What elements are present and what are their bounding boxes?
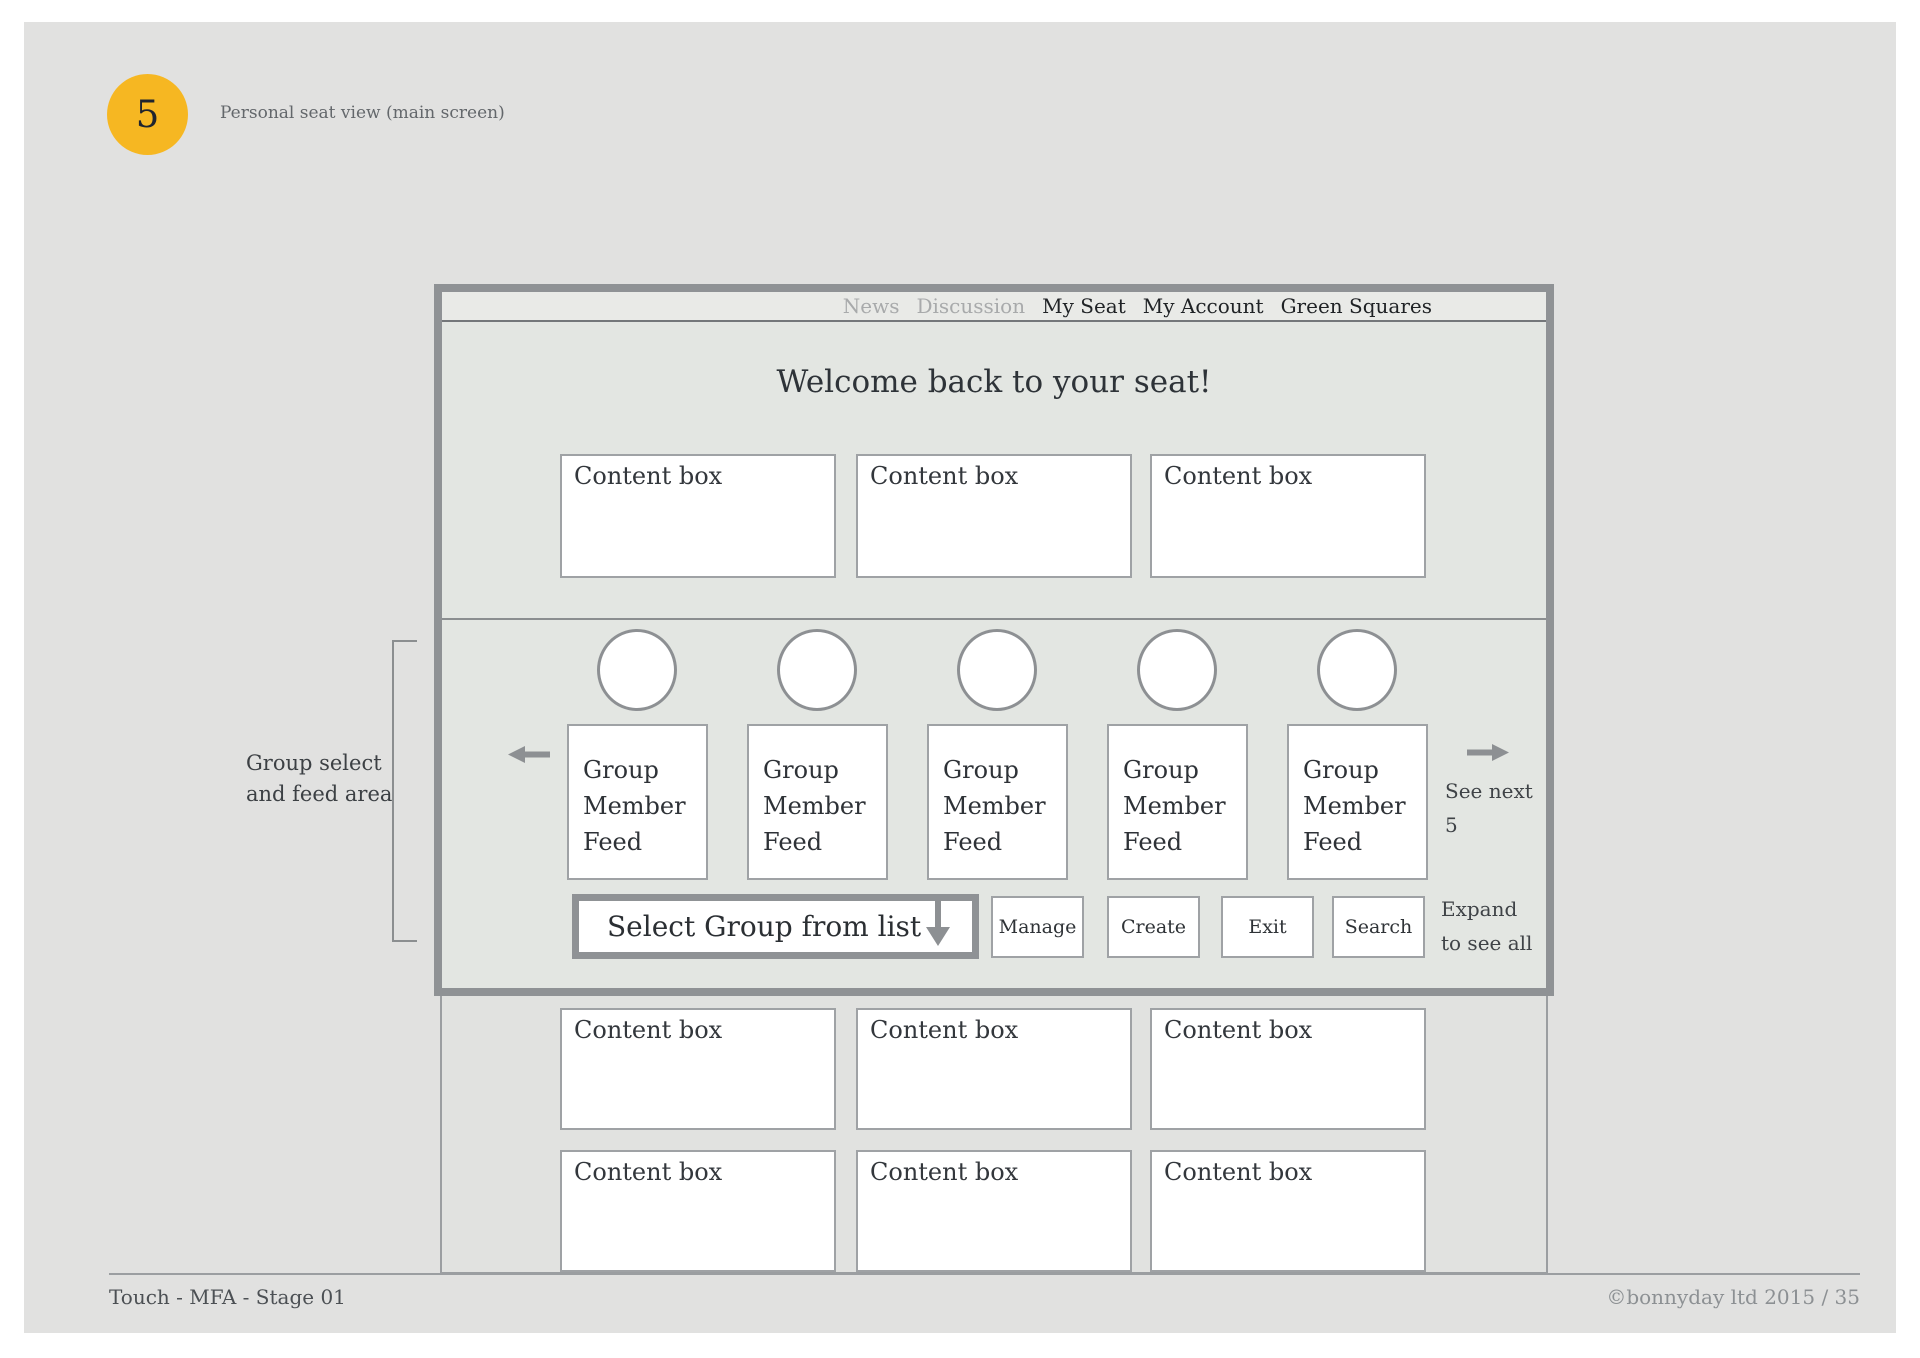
expand-label-line1: Expand (1441, 897, 1518, 921)
manage-button[interactable]: Manage (991, 896, 1084, 958)
left-arrow-icon (508, 746, 550, 763)
expand-to-see-all-label: Expand to see all (1441, 892, 1532, 960)
group-member-feed-card[interactable]: Group Member Feed (927, 724, 1068, 880)
nav-item-my-account[interactable]: My Account (1142, 294, 1264, 318)
annotation-line2: and feed area (246, 782, 393, 806)
content-box: Content box (856, 1150, 1132, 1272)
step-number-badge: 5 (107, 74, 188, 155)
footer-copyright-page: ©bonnyday ltd 2015 / 35 (1606, 1285, 1860, 1309)
create-button[interactable]: Create (1107, 896, 1200, 958)
group-member-feed-card[interactable]: Group Member Feed (1107, 724, 1248, 880)
content-box: Content box (1150, 454, 1426, 578)
welcome-heading: Welcome back to your seat! (776, 364, 1212, 400)
content-box: Content box (1150, 1150, 1426, 1272)
content-box: Content box (856, 454, 1132, 578)
slide-canvas: 5 Personal seat view (main screen) News … (24, 22, 1896, 1333)
step-label: Personal seat view (main screen) (220, 103, 505, 123)
nav-item-my-seat[interactable]: My Seat (1042, 294, 1126, 318)
content-box: Content box (560, 1008, 836, 1130)
main-panel: News Discussion My Seat My Account Green… (434, 284, 1554, 996)
previous-groups-arrow[interactable] (508, 746, 550, 763)
group-avatar-circle[interactable] (957, 629, 1037, 711)
expand-label-line2: to see all (1441, 931, 1533, 955)
group-area-annotation: Group select and feed area (246, 748, 392, 810)
search-button[interactable]: Search (1332, 896, 1425, 958)
next-groups-arrow[interactable] (1467, 744, 1509, 761)
exit-button[interactable]: Exit (1221, 896, 1314, 958)
content-box: Content box (560, 454, 836, 578)
annotation-line1: Group select (246, 751, 382, 775)
group-member-feed-card[interactable]: Group Member Feed (1287, 724, 1428, 880)
group-avatar-circle[interactable] (1317, 629, 1397, 711)
footer-project-label: Touch - MFA - Stage 01 (109, 1285, 346, 1309)
group-avatar-circle[interactable] (1137, 629, 1217, 711)
annotation-bracket (392, 640, 417, 942)
panel-section-divider (442, 618, 1546, 620)
right-arrow-icon (1467, 744, 1509, 761)
nav-item-discussion[interactable]: Discussion (916, 294, 1026, 318)
navbar: News Discussion My Seat My Account Green… (442, 292, 1546, 322)
group-avatar-circle[interactable] (597, 629, 677, 711)
nav-item-green-squares[interactable]: Green Squares (1280, 294, 1432, 318)
bottom-content-section: Content box Content box Content box Cont… (440, 996, 1548, 1274)
content-box: Content box (1150, 1008, 1426, 1130)
group-member-feed-card[interactable]: Group Member Feed (567, 724, 708, 880)
group-avatar-circle[interactable] (777, 629, 857, 711)
content-box: Content box (560, 1150, 836, 1272)
group-member-feed-card[interactable]: Group Member Feed (747, 724, 888, 880)
footer-rule (109, 1273, 1860, 1275)
nav-item-news[interactable]: News (842, 294, 900, 318)
content-box: Content box (856, 1008, 1132, 1130)
dropdown-arrow-icon (926, 900, 950, 953)
group-select-label: Select Group from list (607, 910, 922, 943)
see-next-label: See next 5 (1445, 779, 1533, 837)
group-select-dropdown[interactable]: Select Group from list (572, 894, 979, 959)
